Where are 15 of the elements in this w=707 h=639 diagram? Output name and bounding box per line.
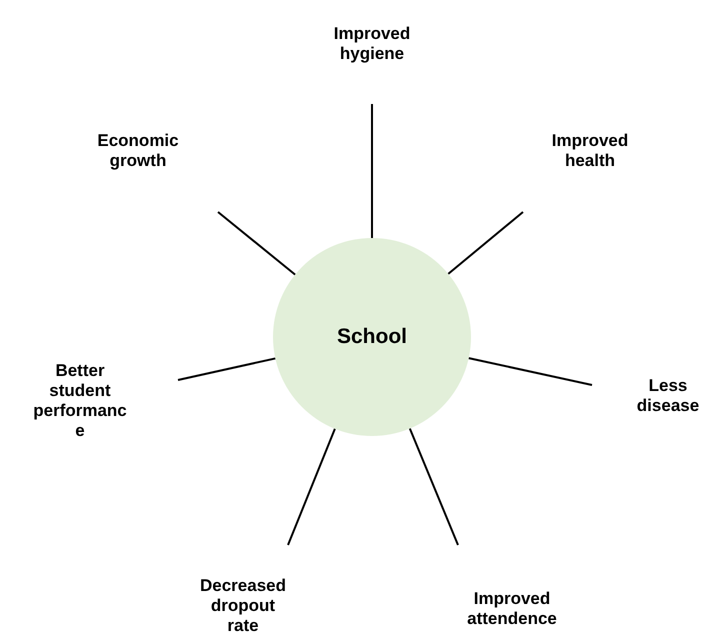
outcome-label: Improved health: [550, 131, 630, 171]
outcome-label: Improved hygiene: [332, 24, 412, 64]
connector-line: [408, 428, 459, 546]
connector-line: [217, 211, 296, 276]
connector-line: [371, 104, 373, 238]
outcome-label: Economic growth: [96, 131, 180, 171]
connector-line: [178, 357, 276, 381]
outcome-label: Decreased dropout rate: [198, 576, 287, 636]
outcome-label: Less disease: [636, 376, 700, 416]
connector-line: [287, 428, 336, 546]
connector-line: [468, 357, 592, 386]
hub-label: School: [336, 327, 407, 347]
connector-line: [448, 211, 524, 275]
outcome-label: Better student performanc e: [32, 361, 128, 441]
outcome-label: Improved attendence: [466, 589, 558, 629]
